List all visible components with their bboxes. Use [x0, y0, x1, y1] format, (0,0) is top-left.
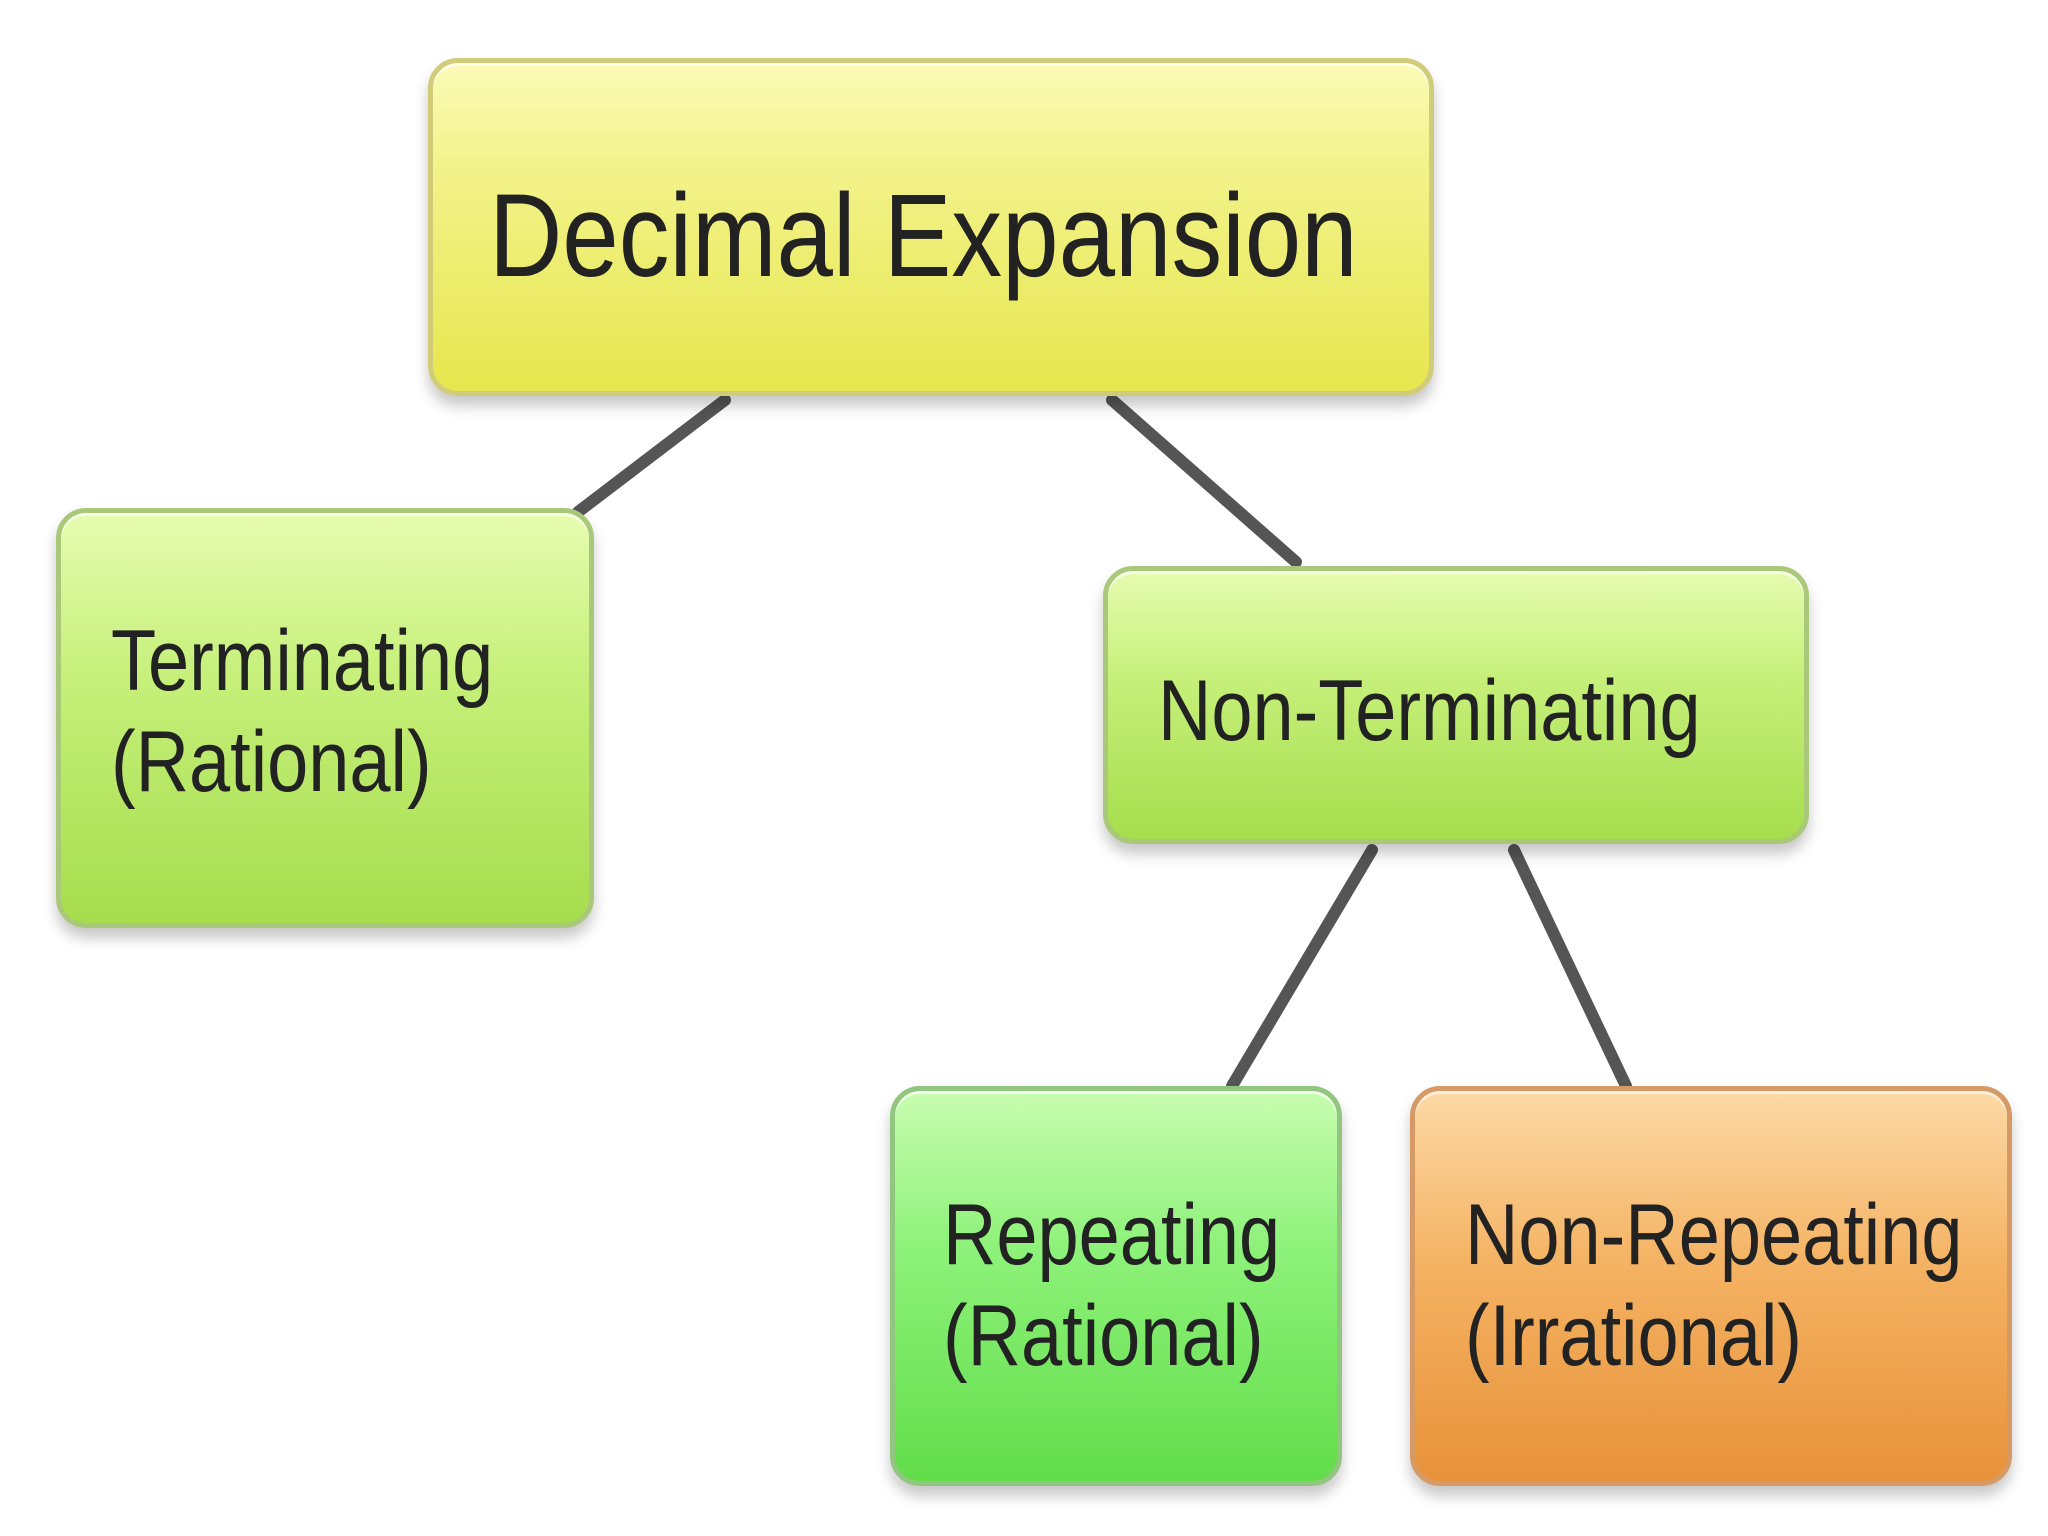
repeating-line-2: (Rational) — [943, 1288, 1264, 1385]
connector-nonterminating-nonrepeating — [1508, 844, 1632, 1092]
non-repeating-line-1: Non-Repeating — [1465, 1187, 1963, 1283]
repeating-node: Repeating (Rational) — [890, 1086, 1342, 1486]
connector-root-terminating — [572, 394, 731, 518]
non-terminating-line-1: Non-Terminating — [1158, 663, 1701, 759]
connector-nonterminating-repeating — [1226, 844, 1378, 1092]
non-terminating-label: Non-Terminating — [1158, 661, 1701, 762]
terminating-node: Terminating (Rational) — [56, 508, 594, 928]
non-terminating-node: Non-Terminating — [1103, 566, 1809, 844]
terminating-line-2: (Rational) — [111, 714, 432, 811]
repeating-line-1: Repeating — [943, 1187, 1281, 1283]
non-repeating-line-2: (Irrational) — [1465, 1288, 1803, 1385]
non-repeating-node: Non-Repeating (Irrational) — [1410, 1086, 2012, 1486]
connector-root-nonterminating — [1106, 394, 1302, 568]
non-repeating-label: Non-Repeating (Irrational) — [1465, 1185, 1962, 1388]
terminating-label: Terminating (Rational) — [111, 611, 493, 814]
decimal-expansion-node: Decimal Expansion — [428, 58, 1434, 396]
terminating-line-1: Terminating — [111, 613, 494, 709]
decimal-expansion-label: Decimal Expansion — [489, 167, 1358, 306]
repeating-label: Repeating (Rational) — [943, 1185, 1280, 1388]
decimal-expansion-title: Decimal Expansion — [489, 170, 1358, 302]
